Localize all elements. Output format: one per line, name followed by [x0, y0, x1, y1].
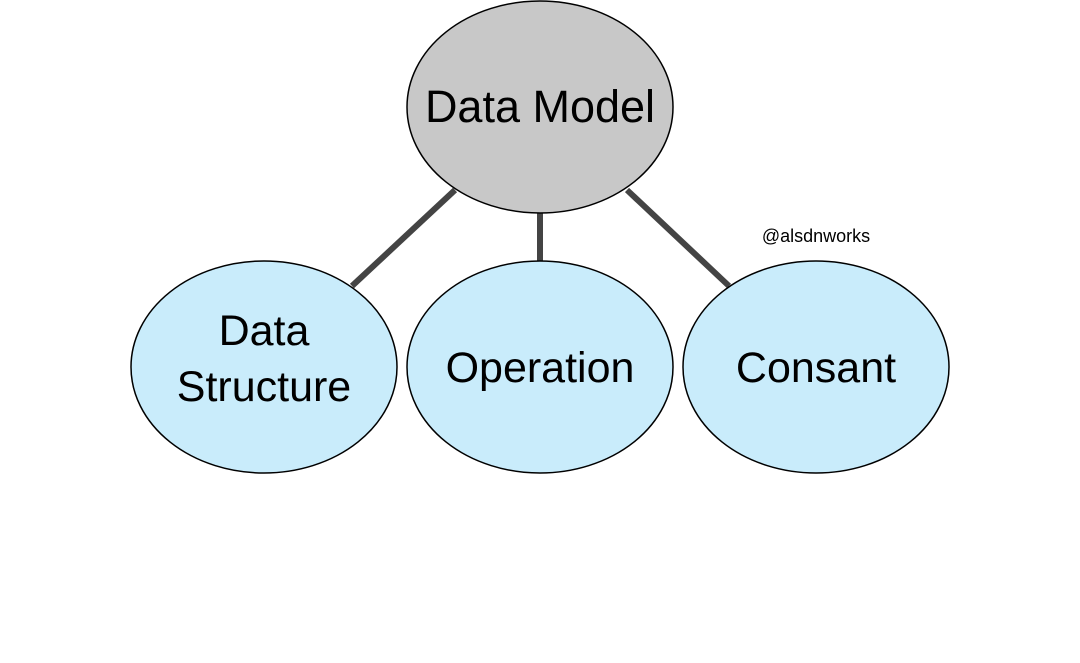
connector-root-to-data-structure — [349, 187, 458, 289]
child-node-consant-ellipse — [682, 260, 950, 474]
child-node-consant: Consant — [682, 260, 950, 474]
root-node: Data Model — [406, 0, 674, 214]
child-node-data-structure-label-line-1: Data — [219, 307, 310, 355]
child-node-consant-label: Consant — [736, 344, 896, 392]
connector-root-to-consant — [624, 187, 732, 289]
root-node-label: Data Model — [425, 81, 655, 132]
root-node-ellipse — [406, 0, 674, 214]
child-node-operation: Operation — [406, 260, 674, 474]
child-node-operation-label: Operation — [446, 344, 635, 392]
child-node-data-structure-label-line-2: Structure — [177, 363, 351, 411]
child-node-data-structure-ellipse — [130, 260, 398, 474]
child-node-operation-ellipse — [406, 260, 674, 474]
watermark-text: @alsdnworks — [762, 226, 870, 246]
child-node-data-structure: Data Structure — [130, 260, 398, 474]
